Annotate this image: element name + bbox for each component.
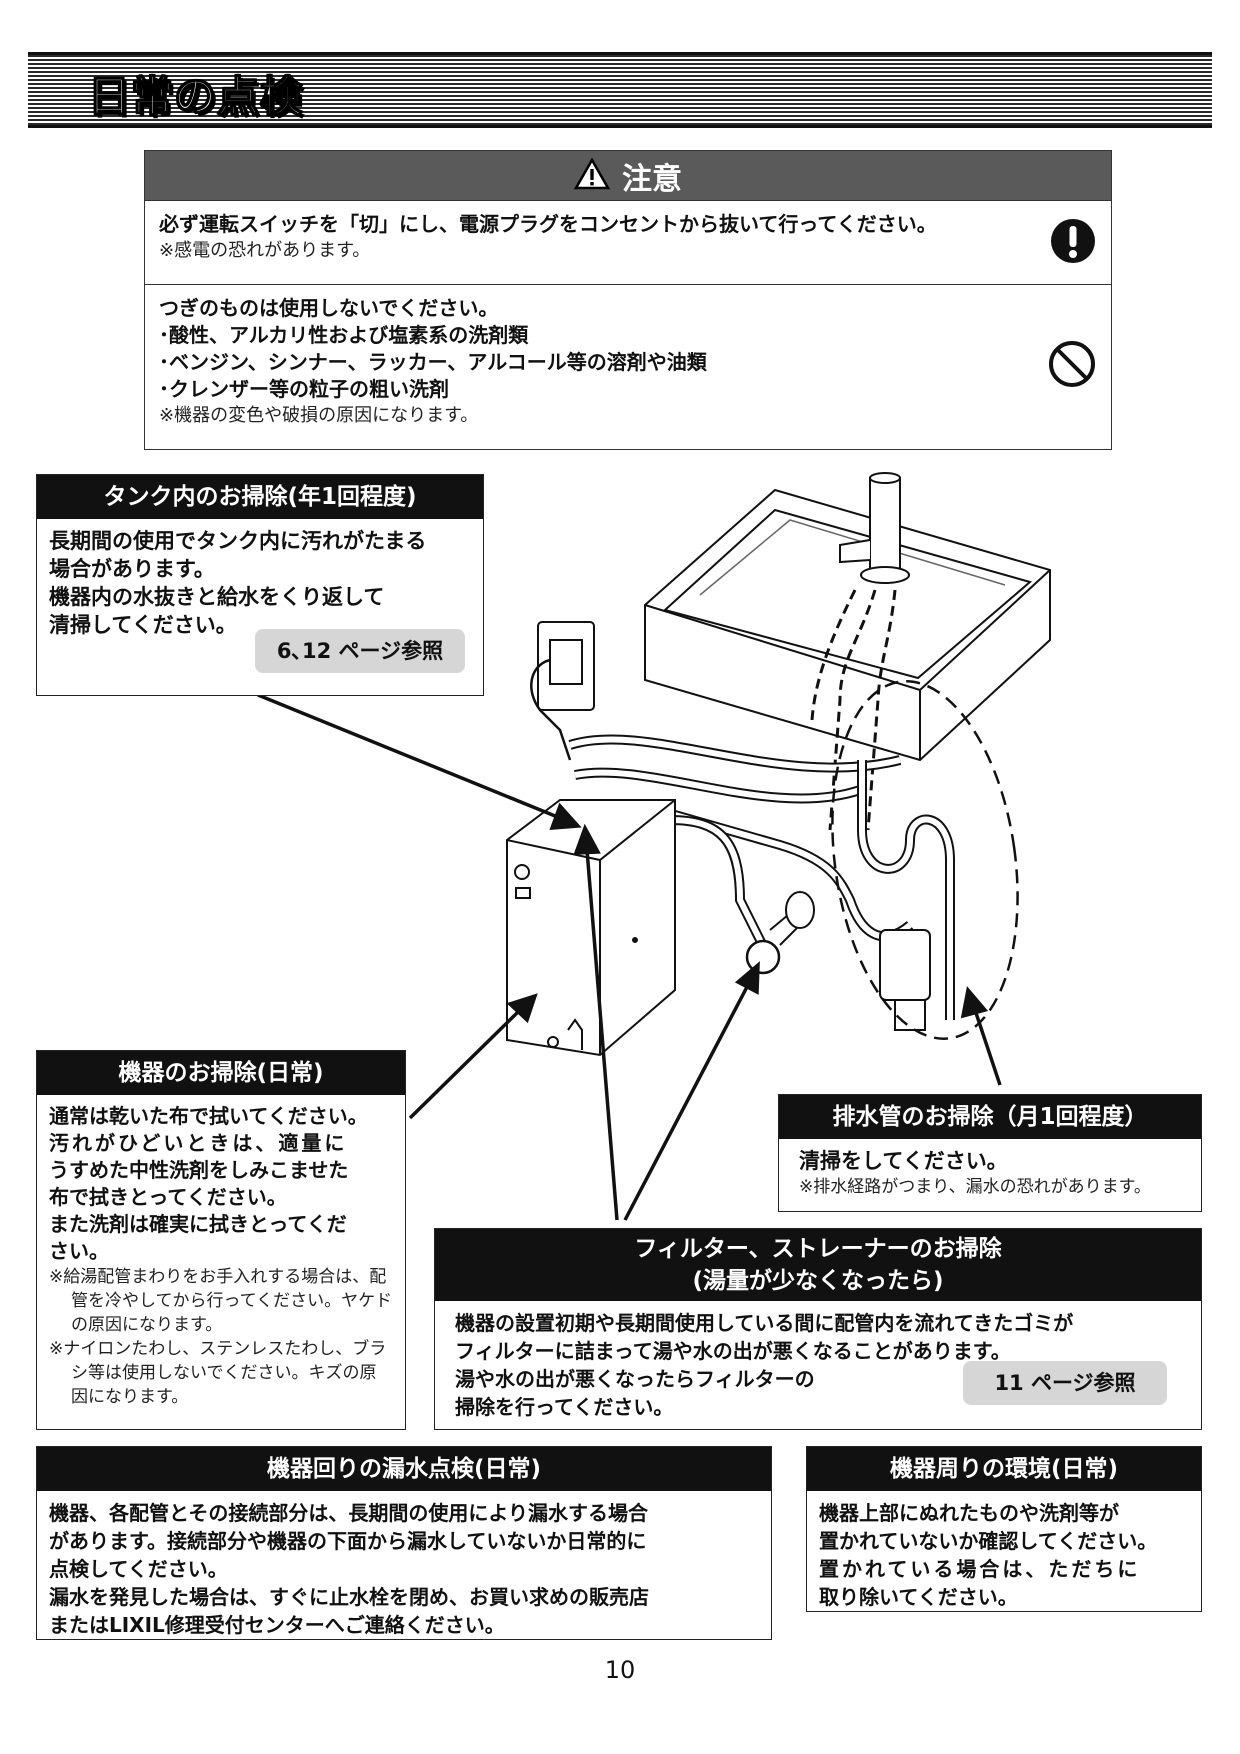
- environment-line: 機器上部にぬれたものや洗剤等が: [819, 1501, 1119, 1525]
- filter-cleaning-line: 掃除を行ってください。: [455, 1395, 674, 1419]
- caution-heading: 注意: [145, 151, 1111, 201]
- tank-cleaning-heading: タンク内のお掃除(年1回程度): [37, 475, 483, 519]
- caution-item-note: ※感電の恐れがあります。: [159, 240, 371, 261]
- caution-item-detergent: つぎのものは使用しないでください。 ･酸性、アルカリ性および塩素系の洗剤類 ･ベ…: [145, 285, 1111, 447]
- filter-cleaning-line: フィルターに詰まって湯や水の出が悪くなることがあります。: [455, 1339, 1011, 1363]
- device-cleaning-line: 布で拭きとってください。: [49, 1185, 287, 1209]
- device-cleaning-line: 汚れがひどいときは、適量に: [49, 1131, 348, 1155]
- drain-cleaning-panel: 排水管のお掃除（月1回程度） 清掃をしてください。 ※排水経路がつまり、漏水の恐…: [778, 1094, 1202, 1212]
- tank-cleaning-line: 場合があります。: [49, 557, 215, 581]
- environment-panel: 機器周りの環境(日常) 機器上部にぬれたものや洗剤等が 置かれていないか確認して…: [806, 1446, 1202, 1612]
- device-cleaning-panel: 機器のお掃除(日常) 通常は乾いた布で拭いてください。 汚れがひどいときは、適量…: [36, 1050, 406, 1430]
- device-cleaning-body: 通常は乾いた布で拭いてください。 汚れがひどいときは、適量に うすめた中性洗剤を…: [37, 1095, 405, 1417]
- drain-cleaning-body: 清掃をしてください。 ※排水経路がつまり、漏水の恐れがあります。: [779, 1139, 1201, 1207]
- prohibited-icon: [1047, 339, 1097, 393]
- leak-check-body: 機器、各配管とその接続部分は、長期間の使用により漏水する場合 があります。接続部…: [37, 1491, 771, 1647]
- device-cleaning-note: ※ナイロンたわし、ステンレスたわし、ブラシ等は使用しないでください。キズの原因に…: [49, 1339, 387, 1407]
- water-heater-illustration: [506, 799, 676, 1057]
- power-outlet-illustration: [530, 621, 595, 761]
- leak-check-heading: 機器回りの漏水点検(日常): [37, 1447, 771, 1491]
- device-cleaning-line: さい。: [49, 1239, 109, 1263]
- strainer-illustration: [745, 891, 815, 975]
- page-number: 10: [604, 1656, 636, 1684]
- faucet-illustration: [839, 472, 910, 584]
- drain-cleaning-main: 清掃をしてください。: [799, 1149, 1008, 1173]
- tank-page-reference: 6､12 ページ参照: [255, 629, 465, 673]
- caution-heading-label: 注意: [622, 161, 682, 197]
- filter-cleaning-line: 湯や水の出が悪くなったらフィルターの: [455, 1367, 815, 1391]
- tank-cleaning-line: 機器内の水抜きと給水をくり返して: [49, 585, 385, 609]
- caution-item-line: ･ベンジン、シンナー、ラッカー、アルコール等の溶剤や油類: [159, 350, 707, 374]
- filter-cleaning-heading: フィルター、ストレーナーのお掃除 (湯量が少なくなったら): [435, 1229, 1201, 1301]
- environment-line: 置かれていないか確認してください。: [819, 1529, 1158, 1553]
- caution-item-line: ･クレンザー等の粒子の粗い洗剤: [159, 377, 449, 401]
- filter-cleaning-body: 機器の設置初期や長期間使用している間に配管内を流れてきたゴミが フィルターに詰ま…: [435, 1301, 1201, 1429]
- leak-check-line: 機器、各配管とその接続部分は、長期間の使用により漏水する場合: [49, 1501, 648, 1525]
- environment-line: 取り除いてください。: [819, 1585, 1018, 1609]
- leak-check-line: 点検してください。: [49, 1557, 228, 1581]
- wash-basin-illustration: [644, 488, 1051, 762]
- caution-item-line: つぎのものは使用しないでください。: [159, 296, 499, 320]
- caution-item-power: 必ず運転スイッチを「切」にし、電源プラグをコンセントから抜いて行ってください。 …: [145, 201, 1111, 285]
- device-cleaning-line: 通常は乾いた布で拭いてください。: [49, 1104, 368, 1128]
- drain-cleaning-note: ※排水経路がつまり、漏水の恐れがあります。: [799, 1177, 1151, 1197]
- page-title-bar: 日常の点検: [28, 52, 1212, 128]
- filter-page-reference: 11 ページ参照: [963, 1361, 1167, 1405]
- caution-item-main: 必ず運転スイッチを「切」にし、電源プラグをコンセントから抜いて行ってください。: [159, 212, 937, 236]
- tank-cleaning-line: 長期間の使用でタンク内に汚れがたまる: [49, 529, 427, 553]
- filter-cleaning-heading-line: (湯量が少なくなったら): [692, 1268, 944, 1294]
- leak-check-line: 漏水を発見した場合は、すぐに止水栓を閉め、お買い求めの販売店: [49, 1585, 649, 1609]
- filter-cleaning-heading-line: フィルター、ストレーナーのお掃除: [634, 1236, 1002, 1262]
- environment-body: 機器上部にぬれたものや洗剤等が 置かれていないか確認してください。 置かれている…: [807, 1491, 1201, 1619]
- drain-cleaning-heading: 排水管のお掃除（月1回程度）: [779, 1095, 1201, 1139]
- caution-box: 注意 必ず運転スイッチを「切」にし、電源プラグをコンセントから抜いて行ってくださ…: [144, 150, 1112, 450]
- tank-cleaning-panel: タンク内のお掃除(年1回程度) 長期間の使用でタンク内に汚れがたまる 場合があり…: [36, 474, 484, 696]
- filter-cleaning-line: 機器の設置初期や長期間使用している間に配管内を流れてきたゴミが: [455, 1311, 1074, 1335]
- leak-check-panel: 機器回りの漏水点検(日常) 機器、各配管とその接続部分は、長期間の使用により漏水…: [36, 1446, 772, 1640]
- filter-cleaning-panel: フィルター、ストレーナーのお掃除 (湯量が少なくなったら) 機器の設置初期や長期…: [434, 1228, 1202, 1430]
- tank-cleaning-line: 清掃してください。: [49, 613, 237, 637]
- caution-item-line: ･酸性、アルカリ性および塩素系の洗剤類: [159, 323, 529, 347]
- page-title: 日常の点検: [87, 71, 304, 122]
- drain-trap-illustration: [831, 680, 1019, 1040]
- device-cleaning-line: また洗剤は確実に拭きとってくだ: [49, 1212, 347, 1236]
- tank-cleaning-body: 長期間の使用でタンク内に汚れがたまる 場合があります。 機器内の水抜きと給水をく…: [37, 519, 483, 647]
- caution-item-note: ※機器の変色や破損の原因になります。: [159, 405, 479, 426]
- leak-check-line: があります。接続部分や機器の下面から漏水していないか日常的に: [49, 1529, 647, 1553]
- exclamation-icon: [1049, 217, 1097, 269]
- leak-check-line: またはLIXIL修理受付センターへご連絡ください。: [49, 1613, 505, 1637]
- device-cleaning-line: うすめた中性洗剤をしみこませた: [49, 1158, 349, 1182]
- environment-line: 置かれている場合は、ただちに: [819, 1557, 1141, 1581]
- device-cleaning-note: ※給湯配管まわりをお手入れする場合は、配管を冷やしてから行ってください。ヤケドの…: [49, 1267, 393, 1335]
- warning-triangle-icon: [573, 156, 611, 194]
- device-cleaning-heading: 機器のお掃除(日常): [37, 1051, 405, 1095]
- environment-heading: 機器周りの環境(日常): [807, 1447, 1201, 1491]
